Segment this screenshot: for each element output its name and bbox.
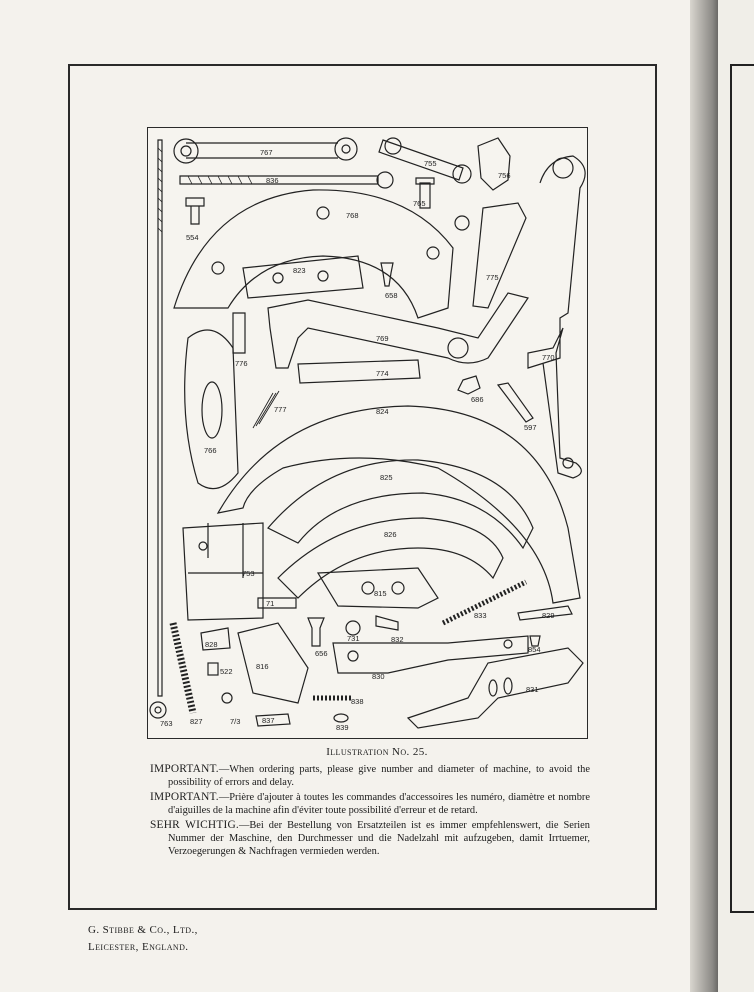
page-border-frame [68,64,657,910]
part-label: 756 [498,171,511,180]
parts-illustration: 767 836 554 755 765 756 768 823 658 775 … [147,127,588,739]
part-label: 597 [524,423,537,432]
part-label: 832 [391,635,404,644]
note-german: SEHR WICHTIG.—Bei der Bestellung von Ers… [150,819,590,858]
part-label: 827 [190,717,203,726]
part-label: 7/3 [230,717,240,726]
part-label: 830 [372,672,385,681]
adjacent-page-frame [730,64,754,913]
part-label: 763 [160,719,173,728]
publisher-footer: G. Stibbe & Co., Ltd., Leicester, Englan… [88,922,198,956]
part-label: 829 [542,611,555,620]
part-label: 776 [235,359,248,368]
part-label: 731 [347,634,360,643]
part-label: 825 [380,473,393,482]
note-english: IMPORTANT.—When ordering parts, please g… [150,763,590,789]
note-lead: IMPORTANT. [150,763,219,775]
part-label: 823 [293,266,306,275]
part-label: 656 [315,649,328,658]
part-label: 815 [374,589,387,598]
part-label: 816 [256,662,269,671]
part-label: 686 [471,395,484,404]
part-label: 826 [384,530,397,539]
part-label: 839 [336,723,349,732]
part-label: 775 [486,273,499,282]
part-label: 770 [542,353,555,362]
part-label: 828 [205,640,218,649]
note-french: IMPORTANT.—Prière d'ajouter à toutes les… [150,791,590,817]
note-lead: SEHR WICHTIG. [150,819,239,831]
note-text: —Bei der Bestellung von Ersatzteilen ist… [168,820,590,857]
part-label: 71 [266,599,274,608]
part-label: 833 [474,611,487,620]
part-label: 837 [262,716,275,725]
note-lead: IMPORTANT. [150,791,219,803]
part-label: 769 [376,334,389,343]
part-label: 777 [274,405,287,414]
part-label: 753 [242,569,255,578]
part-label: 831 [526,685,539,694]
part-label: 768 [346,211,359,220]
part-label: 854 [528,645,541,654]
note-text: —Prière d'ajouter à toutes les commandes… [168,792,590,816]
part-label: 658 [385,291,398,300]
ordering-notes: IMPORTANT.—When ordering parts, please g… [150,763,590,860]
part-label: 836 [266,176,279,185]
part-label: 765 [413,199,426,208]
note-text: —When ordering parts, please give number… [168,764,590,788]
adjacent-page-edge [718,0,754,992]
parts-drawing: 767 836 554 755 765 756 768 823 658 775 … [149,137,586,732]
part-763-rod [157,139,163,697]
publisher-name: G. Stibbe & Co., Ltd., [88,924,198,936]
part-label: 554 [186,233,199,242]
part-label: 838 [351,697,364,706]
part-label: 755 [424,159,437,168]
part-label: 774 [376,369,389,378]
part-label: 767 [260,148,273,157]
part-label: 824 [376,407,389,416]
illustration-caption: Illustration No. 25. [326,746,428,758]
part-label: 766 [204,446,217,455]
publisher-location: Leicester, England. [88,941,189,953]
part-label: 522 [220,667,233,676]
